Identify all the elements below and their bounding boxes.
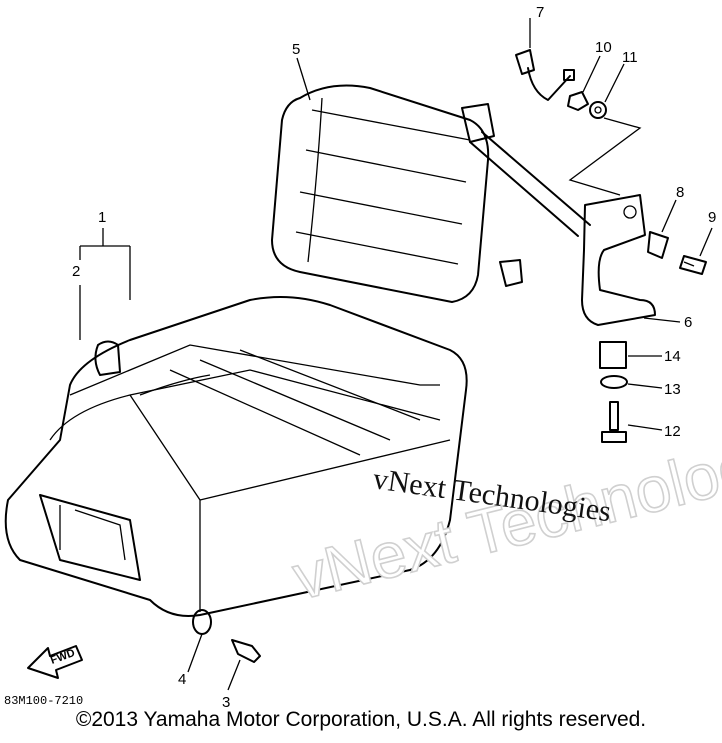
part-13-washer[interactable]: [600, 375, 628, 389]
part-8-clip[interactable]: [647, 231, 669, 259]
callout-13: 13: [664, 381, 681, 398]
leader-lines: [79, 18, 713, 691]
part-3-bolt[interactable]: [231, 639, 261, 663]
seat-cushion[interactable]: [4, 295, 468, 617]
callout-10: 10: [595, 39, 612, 56]
callout-14: 14: [664, 348, 681, 365]
callout-12: 12: [664, 423, 681, 440]
callout-2: 2: [72, 263, 80, 280]
part-7-fitting[interactable]: [515, 49, 575, 101]
part-9-bolt[interactable]: [679, 255, 707, 275]
callout-4: 4: [178, 671, 186, 688]
callout-7: 7: [536, 4, 544, 21]
seat-tab[interactable]: [94, 340, 121, 376]
part-12-bolt[interactable]: [601, 401, 627, 443]
part-10-nut[interactable]: [567, 91, 589, 111]
copyright-notice: ©2013 Yamaha Motor Corporation, U.S.A. A…: [75, 708, 647, 731]
part-11-washer[interactable]: [589, 101, 607, 119]
backrest-bracket[interactable]: [461, 103, 656, 326]
diagram-code: 83M100-7210: [4, 694, 83, 708]
part-14-collar[interactable]: [599, 341, 627, 369]
callout-8: 8: [676, 184, 684, 201]
callout-1: 1: [98, 209, 106, 226]
callout-5: 5: [292, 41, 300, 58]
forward-arrow-icon: FWD: [27, 645, 83, 679]
callout-6: 6: [684, 314, 692, 331]
callout-9: 9: [708, 209, 716, 226]
callout-3: 3: [222, 694, 230, 711]
backrest[interactable]: [271, 84, 523, 303]
callout-11: 11: [622, 49, 638, 66]
